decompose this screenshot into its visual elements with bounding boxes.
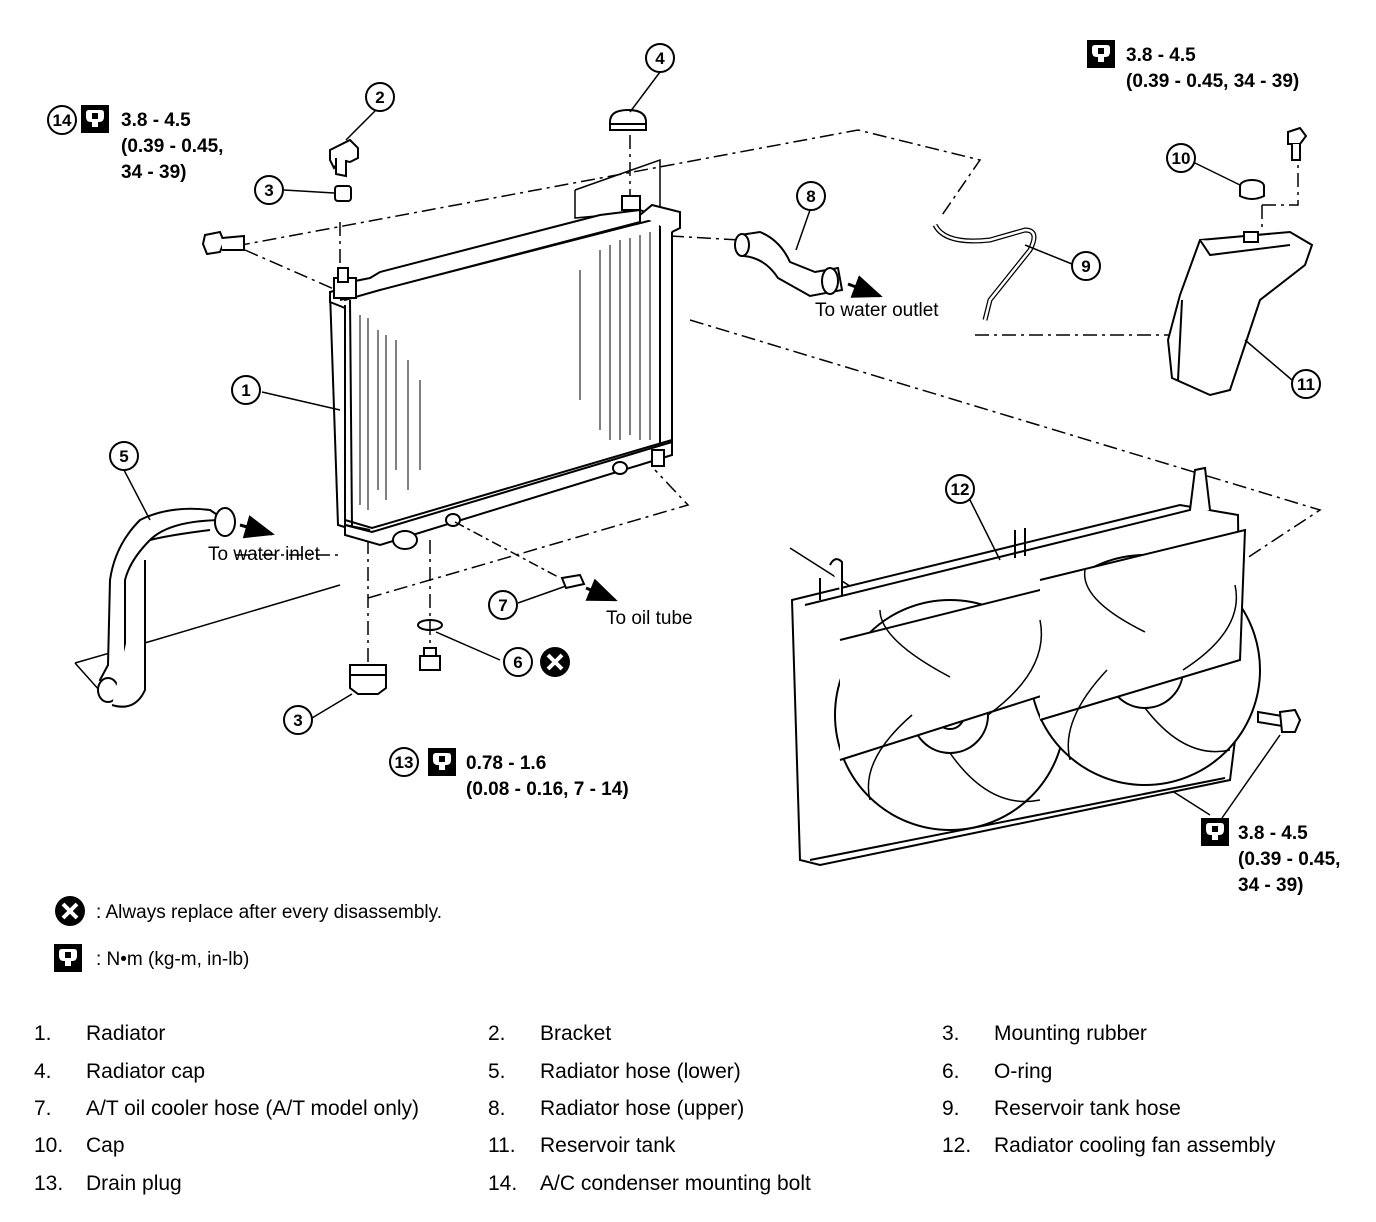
bolt14-spec-line1: 3.8 - 4.5 xyxy=(121,110,191,131)
bracket xyxy=(329,138,359,178)
svg-text:11: 11 xyxy=(1297,375,1315,394)
callout-4: 4 xyxy=(645,43,675,73)
reservoir-tank xyxy=(1166,230,1314,397)
condenser-bolt xyxy=(201,230,245,256)
radiator-hose-upper xyxy=(734,230,844,298)
svg-text:1: 1 xyxy=(241,381,250,400)
torque-legend-text: : N•m (kg-m, in-lb) xyxy=(96,949,249,970)
radiator-hose-lower xyxy=(97,507,236,708)
torque-legend-icon xyxy=(54,944,82,972)
inlet-arrow xyxy=(239,515,275,539)
replace-legend-icon xyxy=(53,894,87,928)
drain-spec-line2: (0.08 - 0.16, 7 - 14) xyxy=(466,779,629,800)
radiator-core-fins xyxy=(359,232,651,510)
svg-text:4: 4 xyxy=(655,49,665,68)
mounting-rubber-upper xyxy=(334,185,352,202)
callout-1: 1 xyxy=(231,375,261,405)
reservoir-spec-line2: (0.39 - 0.45, 34 - 39) xyxy=(1126,71,1299,92)
torque-icon xyxy=(428,748,456,776)
radiator-cap xyxy=(609,108,647,211)
drain-plug xyxy=(419,647,441,671)
water-inlet-label: To water inlet xyxy=(208,544,321,565)
o-ring xyxy=(417,619,443,631)
svg-text:8: 8 xyxy=(806,187,815,206)
svg-text:12: 12 xyxy=(951,480,970,499)
svg-text:3: 3 xyxy=(293,711,302,730)
svg-text:10: 10 xyxy=(1172,149,1191,168)
callout-8: 8 xyxy=(796,181,826,211)
water-outlet-label: To water outlet xyxy=(815,300,939,321)
bolt14-spec-line2: (0.39 - 0.45, xyxy=(121,136,223,157)
callout-5: 5 xyxy=(109,441,139,471)
callout-14: 14 xyxy=(47,105,77,135)
outlet-arrow xyxy=(847,275,883,298)
mounting-rubber-lower xyxy=(349,664,387,695)
svg-text:2: 2 xyxy=(375,88,384,107)
torque-icon xyxy=(1201,818,1229,846)
reservoir-cap xyxy=(1239,179,1265,200)
torque-icon xyxy=(81,105,109,133)
reference-lines xyxy=(235,129,1322,761)
callout-7: 7 xyxy=(488,590,518,620)
fan-spec-line2: (0.39 - 0.45, xyxy=(1238,849,1340,870)
callout-9: 9 xyxy=(1071,251,1101,281)
callout-6: 6 xyxy=(503,647,533,677)
leader-lines xyxy=(123,71,1293,819)
callout-12: 12 xyxy=(945,474,975,504)
callout-2: 2 xyxy=(365,82,395,112)
oil-arrow xyxy=(585,578,618,602)
svg-text:13: 13 xyxy=(395,753,414,772)
svg-text:5: 5 xyxy=(119,447,128,466)
svg-text:9: 9 xyxy=(1081,257,1090,276)
exploded-view-diagram: 1 2 3 4 5 8 9 10 11 12 3 7 6 13 14 3.8 -… xyxy=(47,40,1340,972)
fan-spec-line3: 34 - 39) xyxy=(1238,875,1303,896)
cooling-fan-assembly xyxy=(790,466,1261,867)
svg-text:7: 7 xyxy=(498,596,507,615)
svg-text:14: 14 xyxy=(53,111,72,130)
callout-13: 13 xyxy=(389,747,419,777)
drain-spec-line1: 0.78 - 1.6 xyxy=(466,753,546,774)
replace-legend-text: : Always replace after every disassembly… xyxy=(96,902,442,923)
reservoir-tank-hose xyxy=(932,223,1037,321)
callout-10: 10 xyxy=(1166,143,1196,173)
callout-3-upper: 3 xyxy=(254,175,284,205)
bolt14-spec-line3: 34 - 39) xyxy=(121,162,186,183)
svg-text:3: 3 xyxy=(264,181,273,200)
oil-tube-label: To oil tube xyxy=(606,608,693,629)
fan-spec-line1: 3.8 - 4.5 xyxy=(1238,823,1308,844)
oil-cooler-hose xyxy=(560,573,586,590)
fan-bolt xyxy=(1257,708,1302,733)
callout-3-lower: 3 xyxy=(283,705,313,735)
reservoir-bolt xyxy=(1287,126,1308,161)
fan-blades xyxy=(867,569,1238,803)
reservoir-tank-hose-inner xyxy=(933,224,1036,321)
torque-icon xyxy=(1087,40,1115,68)
replace-icon xyxy=(538,645,572,679)
reservoir-spec-line1: 3.8 - 4.5 xyxy=(1126,45,1196,66)
svg-text:6: 6 xyxy=(513,653,522,672)
callout-11: 11 xyxy=(1291,369,1321,399)
